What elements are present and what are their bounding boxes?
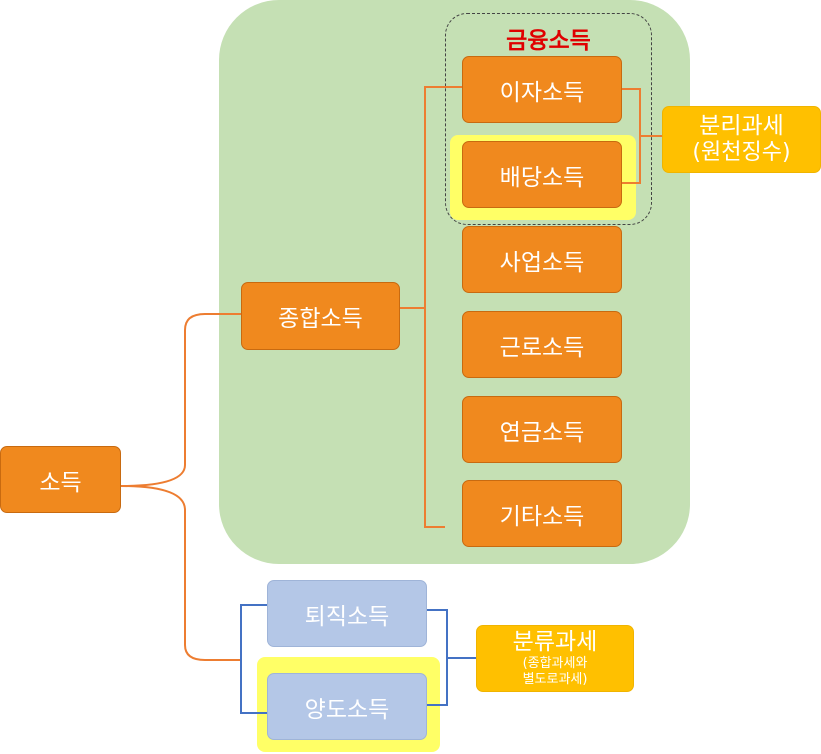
item-label: 근로소득 <box>499 334 585 361</box>
financial-income-group <box>445 13 652 225</box>
earned-income-node: 근로소득 <box>462 311 622 378</box>
separate-tax-note: 분리과세 (원천징수) <box>662 106 821 173</box>
other-income-node: 기타소득 <box>462 480 622 547</box>
classified-tax-line2: 별도로과세) <box>522 672 588 687</box>
financial-income-label: 금융소득 <box>506 28 591 54</box>
transfer-income-node: 양도소득 <box>267 673 427 740</box>
connector-classified-tax <box>427 609 448 706</box>
interest-income-node: 이자소득 <box>462 56 622 123</box>
classified-tax-title: 분류과세 <box>512 629 598 655</box>
comprehensive-income-label: 종합소득 <box>278 306 363 332</box>
classified-tax-note: 분류과세 (종합과세와 별도로과세) <box>476 625 634 692</box>
connector-root-to-comprehensive <box>120 313 242 487</box>
item-label: 양도소득 <box>304 696 390 723</box>
separate-tax-subtitle: (원천징수) <box>692 140 791 165</box>
classified-tax-line1: (종합과세와 <box>522 656 588 671</box>
item-label: 퇴직소득 <box>304 603 390 630</box>
item-label: 이자소득 <box>499 79 585 106</box>
item-label: 기타소득 <box>499 503 585 530</box>
item-label: 연금소득 <box>499 419 585 446</box>
root-income-node: 소득 <box>0 446 121 513</box>
connector-separate-tax <box>622 88 641 184</box>
root-income-label: 소득 <box>39 469 82 496</box>
dividend-income-node: 배당소득 <box>462 141 622 208</box>
pension-income-node: 연금소득 <box>462 396 622 463</box>
connector-root-to-separate <box>120 485 241 661</box>
item-label: 사업소득 <box>499 249 585 276</box>
business-income-node: 사업소득 <box>462 226 622 293</box>
retirement-income-node: 퇴직소득 <box>267 580 427 647</box>
item-label: 배당소득 <box>499 164 585 191</box>
connector-blue-left <box>240 604 267 714</box>
comprehensive-income-node: 종합소득 <box>241 282 400 350</box>
separate-tax-title: 분리과세 <box>699 113 784 139</box>
connector-comprehensive-to-items <box>400 86 462 309</box>
